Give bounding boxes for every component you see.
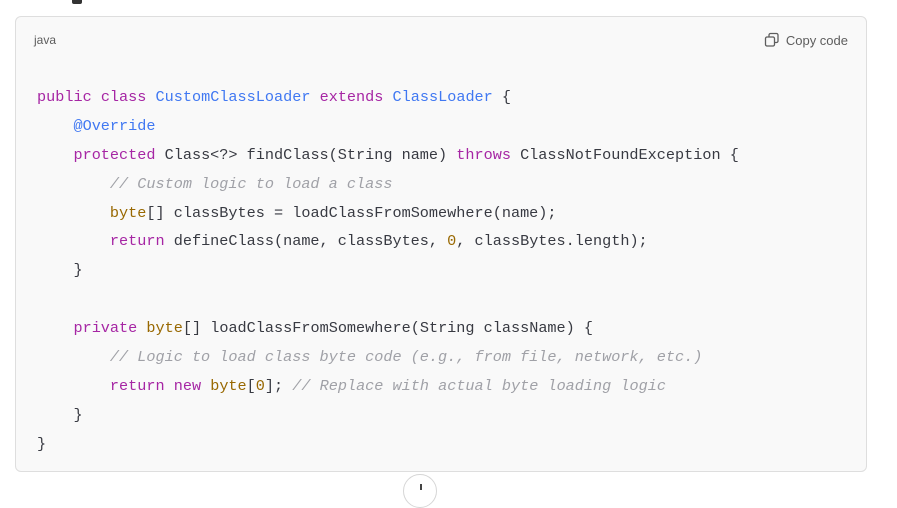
code-token: byte (146, 319, 183, 338)
code-token (165, 377, 174, 395)
code-line: @Override (37, 112, 856, 141)
code-line: protected Class<?> findClass(String name… (37, 141, 856, 170)
code-block-header: java Copy code (16, 17, 866, 63)
code-token: // Replace with actual byte loading logi… (292, 376, 666, 395)
code-token: [ (246, 376, 256, 395)
code-line: // Logic to load class byte code (e.g., … (37, 343, 856, 372)
code-token (37, 232, 110, 250)
code-token: [] loadClassFromSomewhere(String classNa… (182, 319, 594, 338)
code-token (37, 377, 110, 395)
code-token: public (37, 88, 92, 106)
code-token: Class<?> findClass(String name) (155, 145, 457, 164)
code-token: , classBytes.length); (456, 232, 648, 251)
copy-code-label: Copy code (785, 32, 848, 48)
code-token: extends (319, 88, 384, 106)
code-token: 0 (447, 232, 457, 251)
code-token (146, 88, 155, 106)
code-token: 0 (255, 376, 265, 395)
code-token: CustomClassLoader (155, 88, 311, 106)
code-line: return defineClass(name, classBytes, 0, … (37, 227, 856, 256)
code-token: } (37, 261, 83, 280)
code-language-label: java (34, 33, 57, 47)
scroll-down-icon (420, 484, 422, 490)
code-line: return new byte[0]; // Replace with actu… (37, 372, 856, 401)
code-line: } (37, 256, 856, 285)
code-token (201, 377, 210, 395)
code-line (37, 285, 856, 314)
code-token: return (109, 232, 165, 251)
code-token: new (173, 376, 202, 395)
code-line: byte[] classBytes = loadClassFromSomewhe… (37, 199, 856, 228)
code-token (37, 348, 110, 366)
code-token: ClassLoader (392, 88, 493, 106)
code-line: // Custom logic to load a class (37, 170, 856, 199)
code-token (92, 88, 101, 106)
scroll-down-button[interactable] (403, 474, 437, 508)
code-line: private byte[] loadClassFromSomewhere(St… (37, 314, 856, 343)
code-line: public class CustomClassLoader extends C… (37, 83, 856, 112)
code-token: } (37, 405, 83, 424)
code-token (37, 146, 73, 164)
code-line: } (37, 401, 856, 430)
code-token (37, 117, 73, 135)
code-token (37, 319, 73, 337)
code-token (383, 88, 392, 106)
code-token: defineClass(name, classBytes, (164, 232, 448, 251)
copy-code-button[interactable]: Copy code (764, 30, 848, 50)
code-token: throws (456, 145, 511, 164)
code-token: { (492, 88, 512, 106)
code-token: [] classBytes = loadClassFromSomewhere(n… (146, 203, 557, 222)
code-token: byte (109, 203, 147, 222)
code-token: } (37, 434, 47, 453)
code-token: byte (210, 376, 247, 395)
code-line: } (37, 430, 856, 459)
code-token: @Override (73, 116, 156, 135)
code-token (310, 88, 319, 106)
code-token: // Logic to load class byte code (e.g., … (109, 348, 703, 367)
code-token: ]; (264, 376, 293, 395)
code-token: // Custom logic to load a class (109, 174, 393, 193)
code-token: private (73, 319, 138, 338)
code-token (37, 175, 110, 193)
code-token: ClassNotFoundException { (510, 145, 739, 164)
code-content[interactable]: public class CustomClassLoader extends C… (37, 83, 856, 459)
code-token: class (100, 88, 147, 106)
code-block: java Copy code public class CustomClassL… (15, 16, 867, 472)
code-token: return (109, 376, 165, 395)
previous-content-fragment (72, 0, 82, 4)
copy-icon (764, 32, 780, 48)
code-token: protected (73, 145, 156, 164)
code-token (37, 204, 110, 222)
